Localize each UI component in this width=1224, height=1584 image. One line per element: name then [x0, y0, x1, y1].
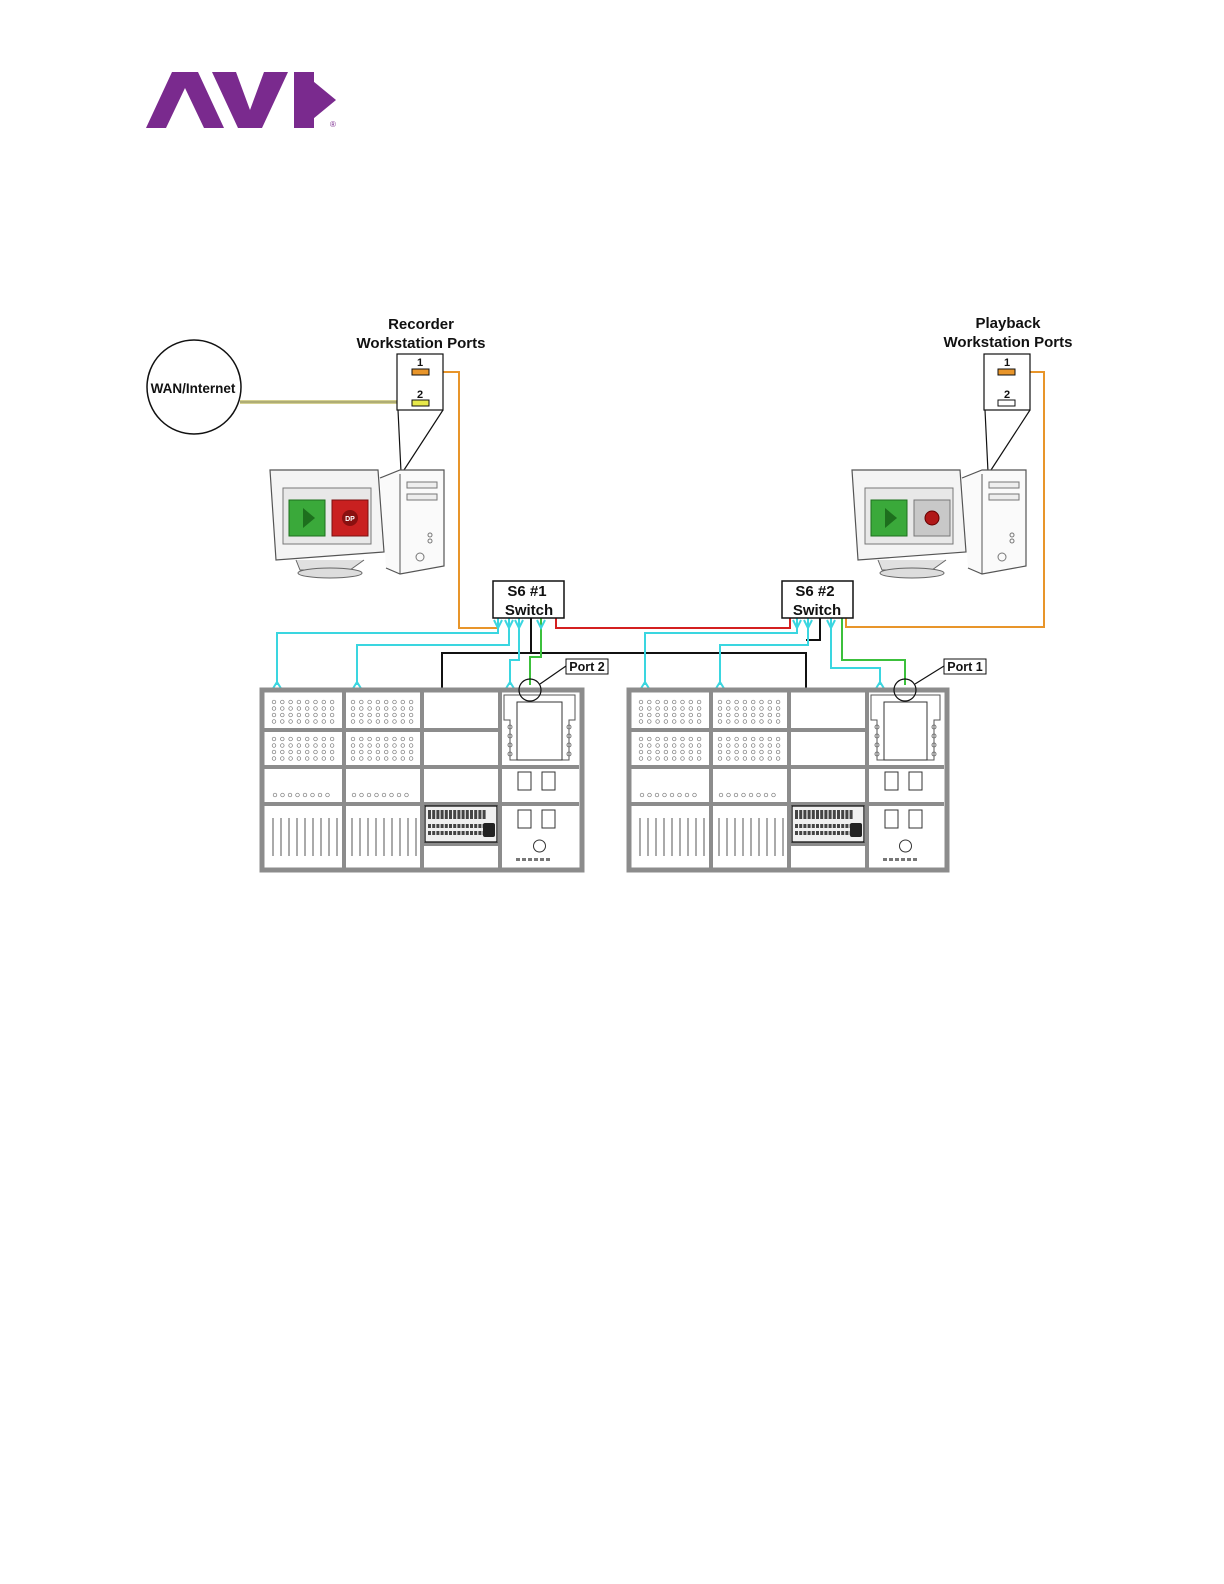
- playback-monitor: [852, 470, 966, 578]
- playback-workstation: Playback Workstation Ports 1 2: [852, 315, 1072, 578]
- play-icon: [289, 500, 325, 536]
- recorder-port1-label: 1: [417, 357, 423, 369]
- switch2-line2: Switch: [793, 602, 841, 619]
- record-icon: [914, 500, 950, 536]
- recorder-tower: [380, 470, 444, 574]
- cyan-cable-l3: [510, 618, 519, 685]
- recorder-port2-label: 2: [417, 389, 423, 401]
- green-cable-r: [842, 618, 905, 685]
- recorder-monitor: DP: [270, 470, 384, 578]
- registered-mark: ®: [330, 120, 336, 129]
- cyan-cable-r3: [831, 618, 880, 685]
- play-icon: [871, 500, 907, 536]
- s6-console-left: [262, 690, 582, 870]
- recorder-title-line2: Workstation Ports: [357, 335, 486, 352]
- switch2-line1: S6 #2: [795, 583, 834, 600]
- playback-tower: [962, 470, 1026, 574]
- port2-callout-label: Port 2: [569, 660, 604, 674]
- recorder-port1: [412, 369, 429, 375]
- playback-port1-label: 1: [1004, 357, 1010, 369]
- wan-internet-node: WAN/Internet: [147, 340, 241, 434]
- dp-icon: DP: [332, 500, 368, 536]
- playback-port2-label: 2: [1004, 389, 1010, 401]
- switch-link-red: [556, 618, 790, 628]
- playback-title-line1: Playback: [975, 315, 1041, 332]
- port1-callout-label: Port 1: [947, 660, 982, 674]
- s6-switch-2: S6 #2 Switch: [782, 581, 853, 619]
- wan-label: WAN/Internet: [151, 381, 236, 396]
- recorder-port2: [412, 400, 429, 406]
- dp-icon-text: DP: [345, 516, 355, 523]
- switch1-line1: S6 #1: [507, 583, 546, 600]
- playback-title-line2: Workstation Ports: [944, 334, 1073, 351]
- recorder-workstation: Recorder Workstation Ports 1 2 DP: [270, 316, 485, 578]
- s6-switch-1: S6 #1 Switch: [493, 581, 564, 619]
- playback-port2: [998, 400, 1015, 406]
- recorder-title-line1: Recorder: [388, 316, 454, 333]
- switch1-line2: Switch: [505, 602, 553, 619]
- playback-port1: [998, 369, 1015, 375]
- avid-logo: ®: [146, 72, 336, 129]
- s6-console-right: [629, 690, 947, 870]
